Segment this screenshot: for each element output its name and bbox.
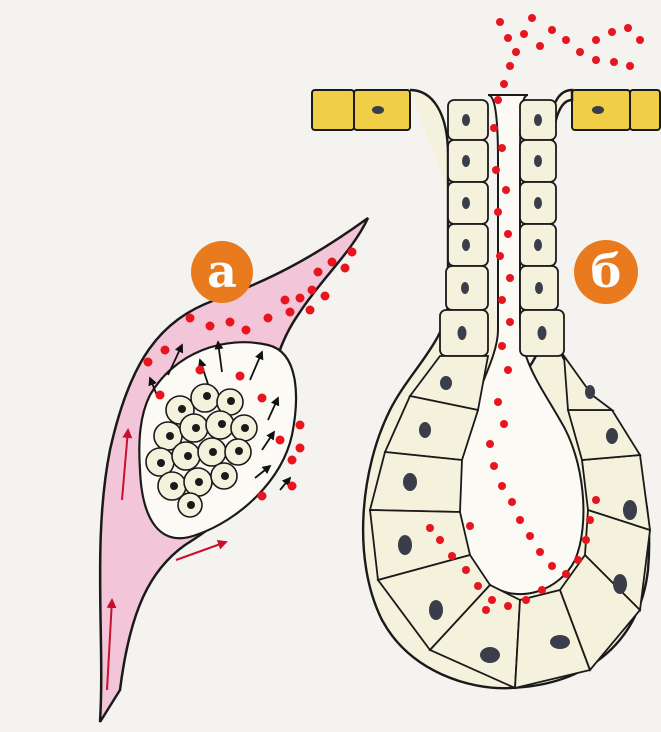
panel-b: б	[312, 14, 660, 688]
panel-a: а	[100, 218, 368, 722]
label-badge-b: б	[574, 240, 638, 304]
label-b: б	[591, 244, 622, 298]
label-badge-a: а	[191, 241, 253, 303]
duct-cells-right	[520, 100, 564, 356]
label-a: а	[207, 244, 237, 298]
